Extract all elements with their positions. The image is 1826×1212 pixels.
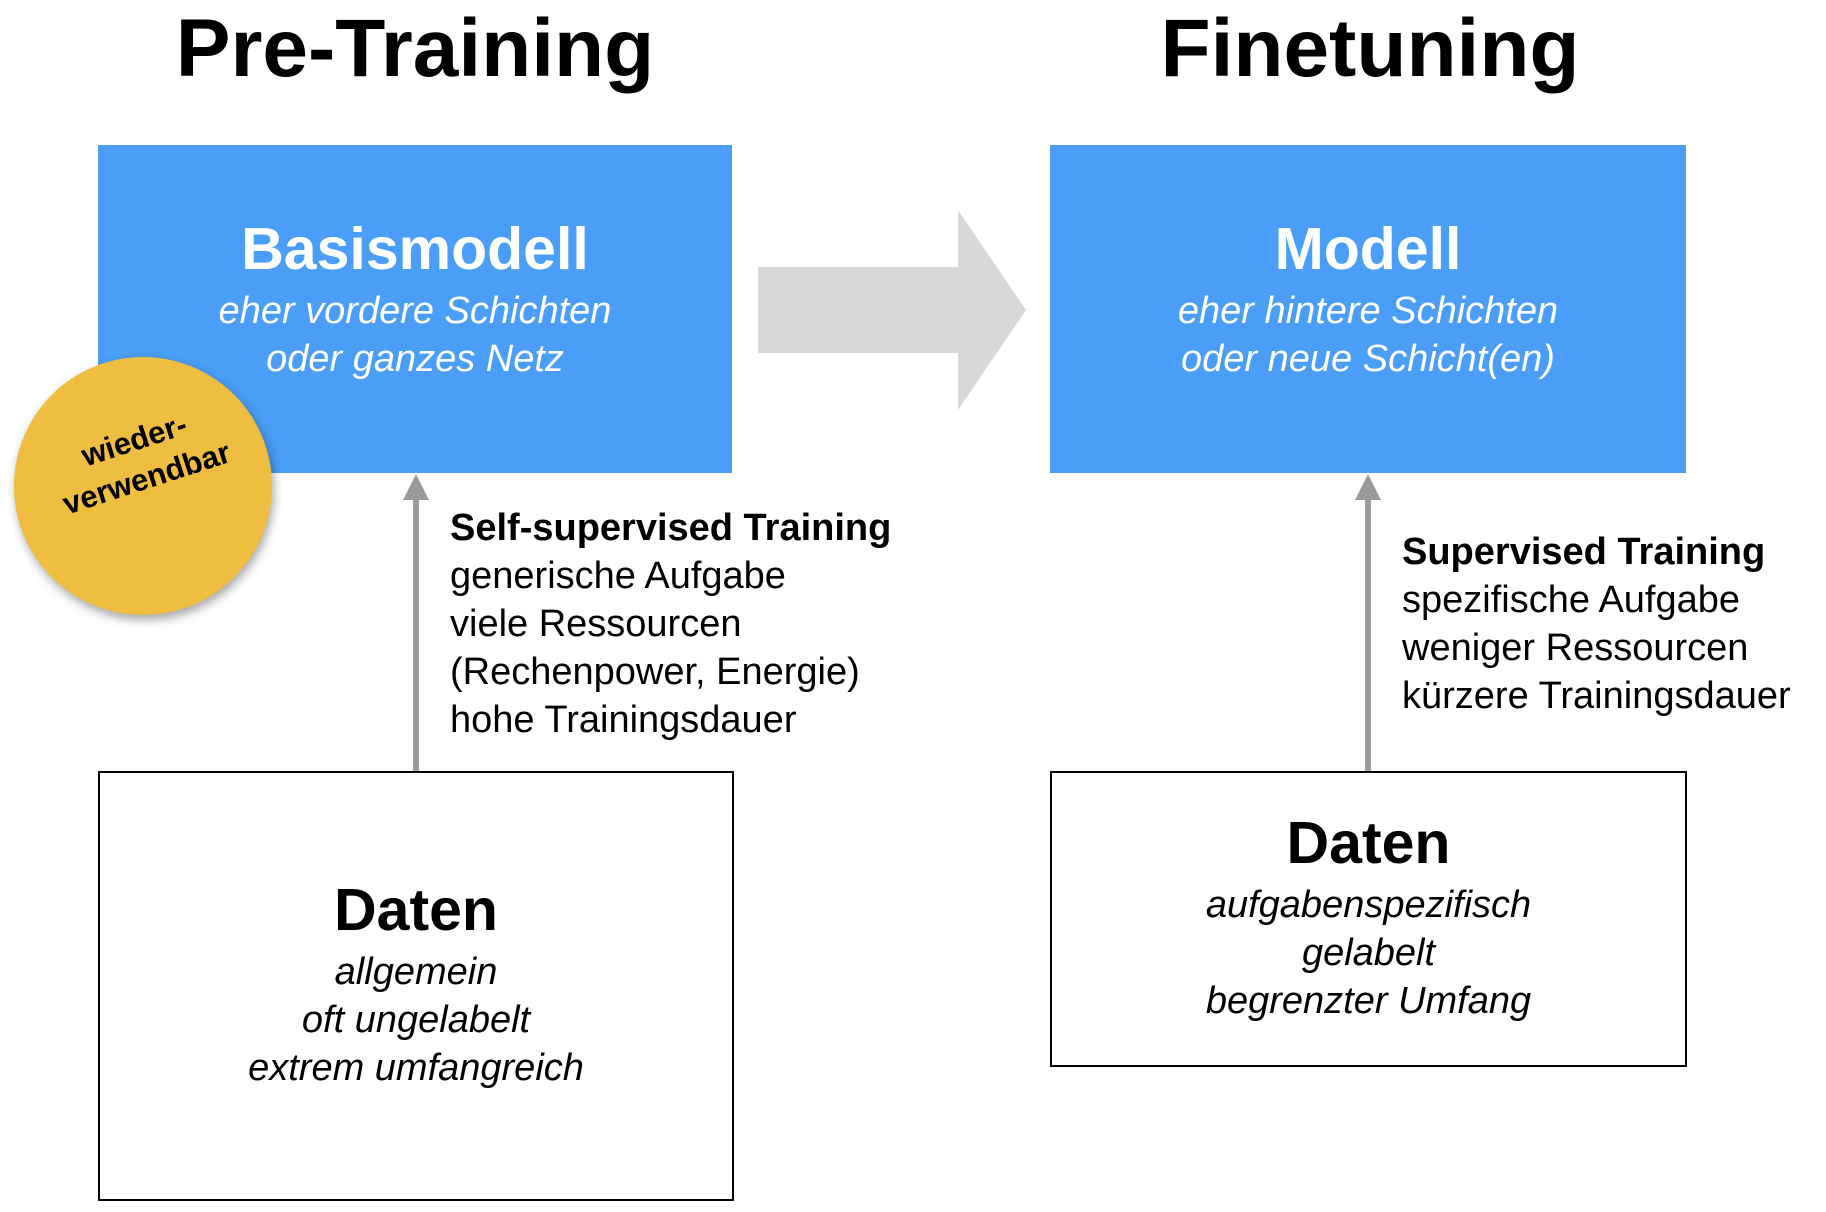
modell-line: eher hintere Schichten — [1177, 289, 1559, 332]
data-line: gelabelt — [1301, 931, 1436, 974]
pretraining-data-box: Daten allgemein oft ungelabelt extrem um… — [98, 771, 734, 1201]
training-line: kürzere Trainingsdauer — [1402, 675, 1791, 717]
training-title: Supervised Training — [1402, 531, 1766, 573]
training-line: generische Aufgabe — [450, 555, 786, 597]
data-line: extrem umfangreich — [248, 1046, 584, 1089]
arrow-up-icon — [403, 474, 429, 774]
arrow-up-icon — [1355, 474, 1381, 774]
finetuning-heading: Finetuning — [1160, 3, 1580, 94]
self-supervised-training-text: Self-supervised Training generische Aufg… — [450, 504, 891, 744]
arrow-right-icon — [758, 210, 1026, 410]
finetuning-data-box: Daten aufgabenspezifisch gelabelt begren… — [1050, 771, 1687, 1067]
reusable-badge-text: wieder- verwendbar — [5, 381, 275, 537]
training-title: Self-supervised Training — [450, 507, 892, 549]
modell-line: oder neue Schicht(en) — [1181, 337, 1555, 380]
data-line: aufgabenspezifisch — [1205, 883, 1532, 926]
data-line: allgemein — [334, 950, 498, 993]
data-title: Daten — [1286, 809, 1451, 876]
training-line: spezifische Aufgabe — [1402, 579, 1741, 621]
data-title: Daten — [334, 876, 498, 943]
training-line: (Rechenpower, Energie) — [450, 651, 860, 693]
modell-box: Modell eher hintere Schichten oder neue … — [1050, 145, 1686, 473]
data-line: oft ungelabelt — [301, 998, 531, 1041]
supervised-training-text: Supervised Training spezifische Aufgabe … — [1402, 528, 1791, 720]
data-line: begrenzter Umfang — [1205, 979, 1532, 1022]
basismodell-line: oder ganzes Netz — [266, 337, 564, 380]
basismodell-title: Basismodell — [241, 215, 589, 282]
reusable-badge: wieder- verwendbar — [14, 357, 272, 615]
training-line: weniger Ressourcen — [1402, 627, 1749, 669]
basismodell-line: eher vordere Schichten — [218, 289, 612, 332]
modell-title: Modell — [1274, 215, 1462, 282]
pretraining-heading: Pre-Training — [175, 3, 655, 94]
training-line: viele Ressourcen — [450, 603, 742, 645]
training-line: hohe Trainingsdauer — [450, 699, 797, 741]
